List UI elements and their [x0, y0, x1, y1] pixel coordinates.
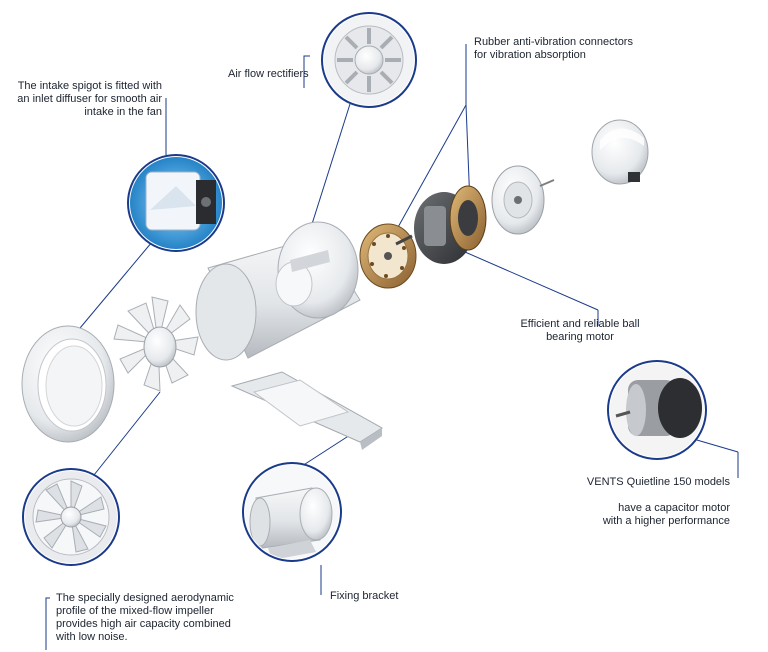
leader-impeller — [45, 597, 50, 650]
rubber-label-line-1: Rubber anti-vibration connectors — [474, 36, 633, 48]
rubber-label-line-2: for vibration absorption — [474, 49, 586, 61]
end-cap — [591, 119, 649, 185]
inlet-ring — [21, 325, 115, 443]
leader-lines — [45, 44, 739, 650]
vents-model-label: VENTS Quietline 150 models — [560, 476, 730, 489]
leader-motor — [464, 251, 599, 311]
intake-label-line-2: an inlet diffuser for smooth air — [17, 93, 162, 105]
impeller-label: The specially designed aerodynamic profi… — [56, 592, 234, 644]
intake-label-line-3: intake in the fan — [84, 106, 162, 118]
motor-label: Efficient and reliable ball bearing moto… — [500, 318, 660, 344]
fixing-bracket-part — [230, 371, 383, 450]
fan-housing — [195, 221, 361, 361]
vents-model-label-continued: have a capacitor motor with a higher per… — [560, 502, 730, 528]
motor-label-line-1: Efficient and reliable ball — [520, 318, 640, 330]
mixed-flow-impeller — [113, 296, 199, 392]
motor-back-plate — [491, 165, 555, 235]
bracket-label-text: Fixing bracket — [330, 590, 399, 602]
impeller-label-line-4: with low noise. — [56, 631, 128, 643]
rectifiers-label-text: Air flow rectifiers — [228, 68, 309, 80]
leader-diffuser-to-ring — [69, 241, 153, 341]
vents-label-line-1: VENTS Quietline 150 models — [586, 476, 730, 488]
leader-vents-circle — [689, 437, 739, 453]
leader-rectifiers — [303, 55, 310, 88]
rubber-connectors-label: Rubber anti-vibration connectors for vib… — [474, 36, 633, 62]
mixed-flow-fan-inset-icon — [22, 468, 120, 566]
diffuser-inset-icon — [127, 154, 225, 252]
impeller-label-line-1: The specially designed aerodynamic — [56, 592, 234, 604]
fan-unit-inset-icon — [242, 462, 342, 562]
rectifiers-label: Air flow rectifiers — [228, 68, 309, 81]
rubber-connector-disc — [359, 223, 417, 289]
bracket-label: Fixing bracket — [330, 590, 398, 603]
leader-bracket-to-circle — [301, 434, 351, 467]
intake-label: The intake spigot is fitted with an inle… — [0, 80, 162, 119]
vents-label-line-3: with a higher performance — [602, 515, 730, 527]
rectifier-inset-icon — [321, 12, 417, 108]
ball-bearing-motor — [395, 185, 487, 264]
intake-label-line-1: The intake spigot is fitted with — [17, 80, 162, 92]
motor-label-line-2: bearing motor — [546, 331, 614, 343]
leader-impeller-to-circle — [93, 391, 161, 476]
vents-label-line-2: have a capacitor motor — [618, 502, 730, 514]
impeller-label-line-2: profile of the mixed-flow impeller — [56, 605, 214, 617]
impeller-label-line-3: provides high air capacity combined — [56, 618, 231, 630]
leader-rubber-to-disc — [391, 104, 467, 239]
capacitor-motor-inset-icon — [607, 360, 707, 460]
